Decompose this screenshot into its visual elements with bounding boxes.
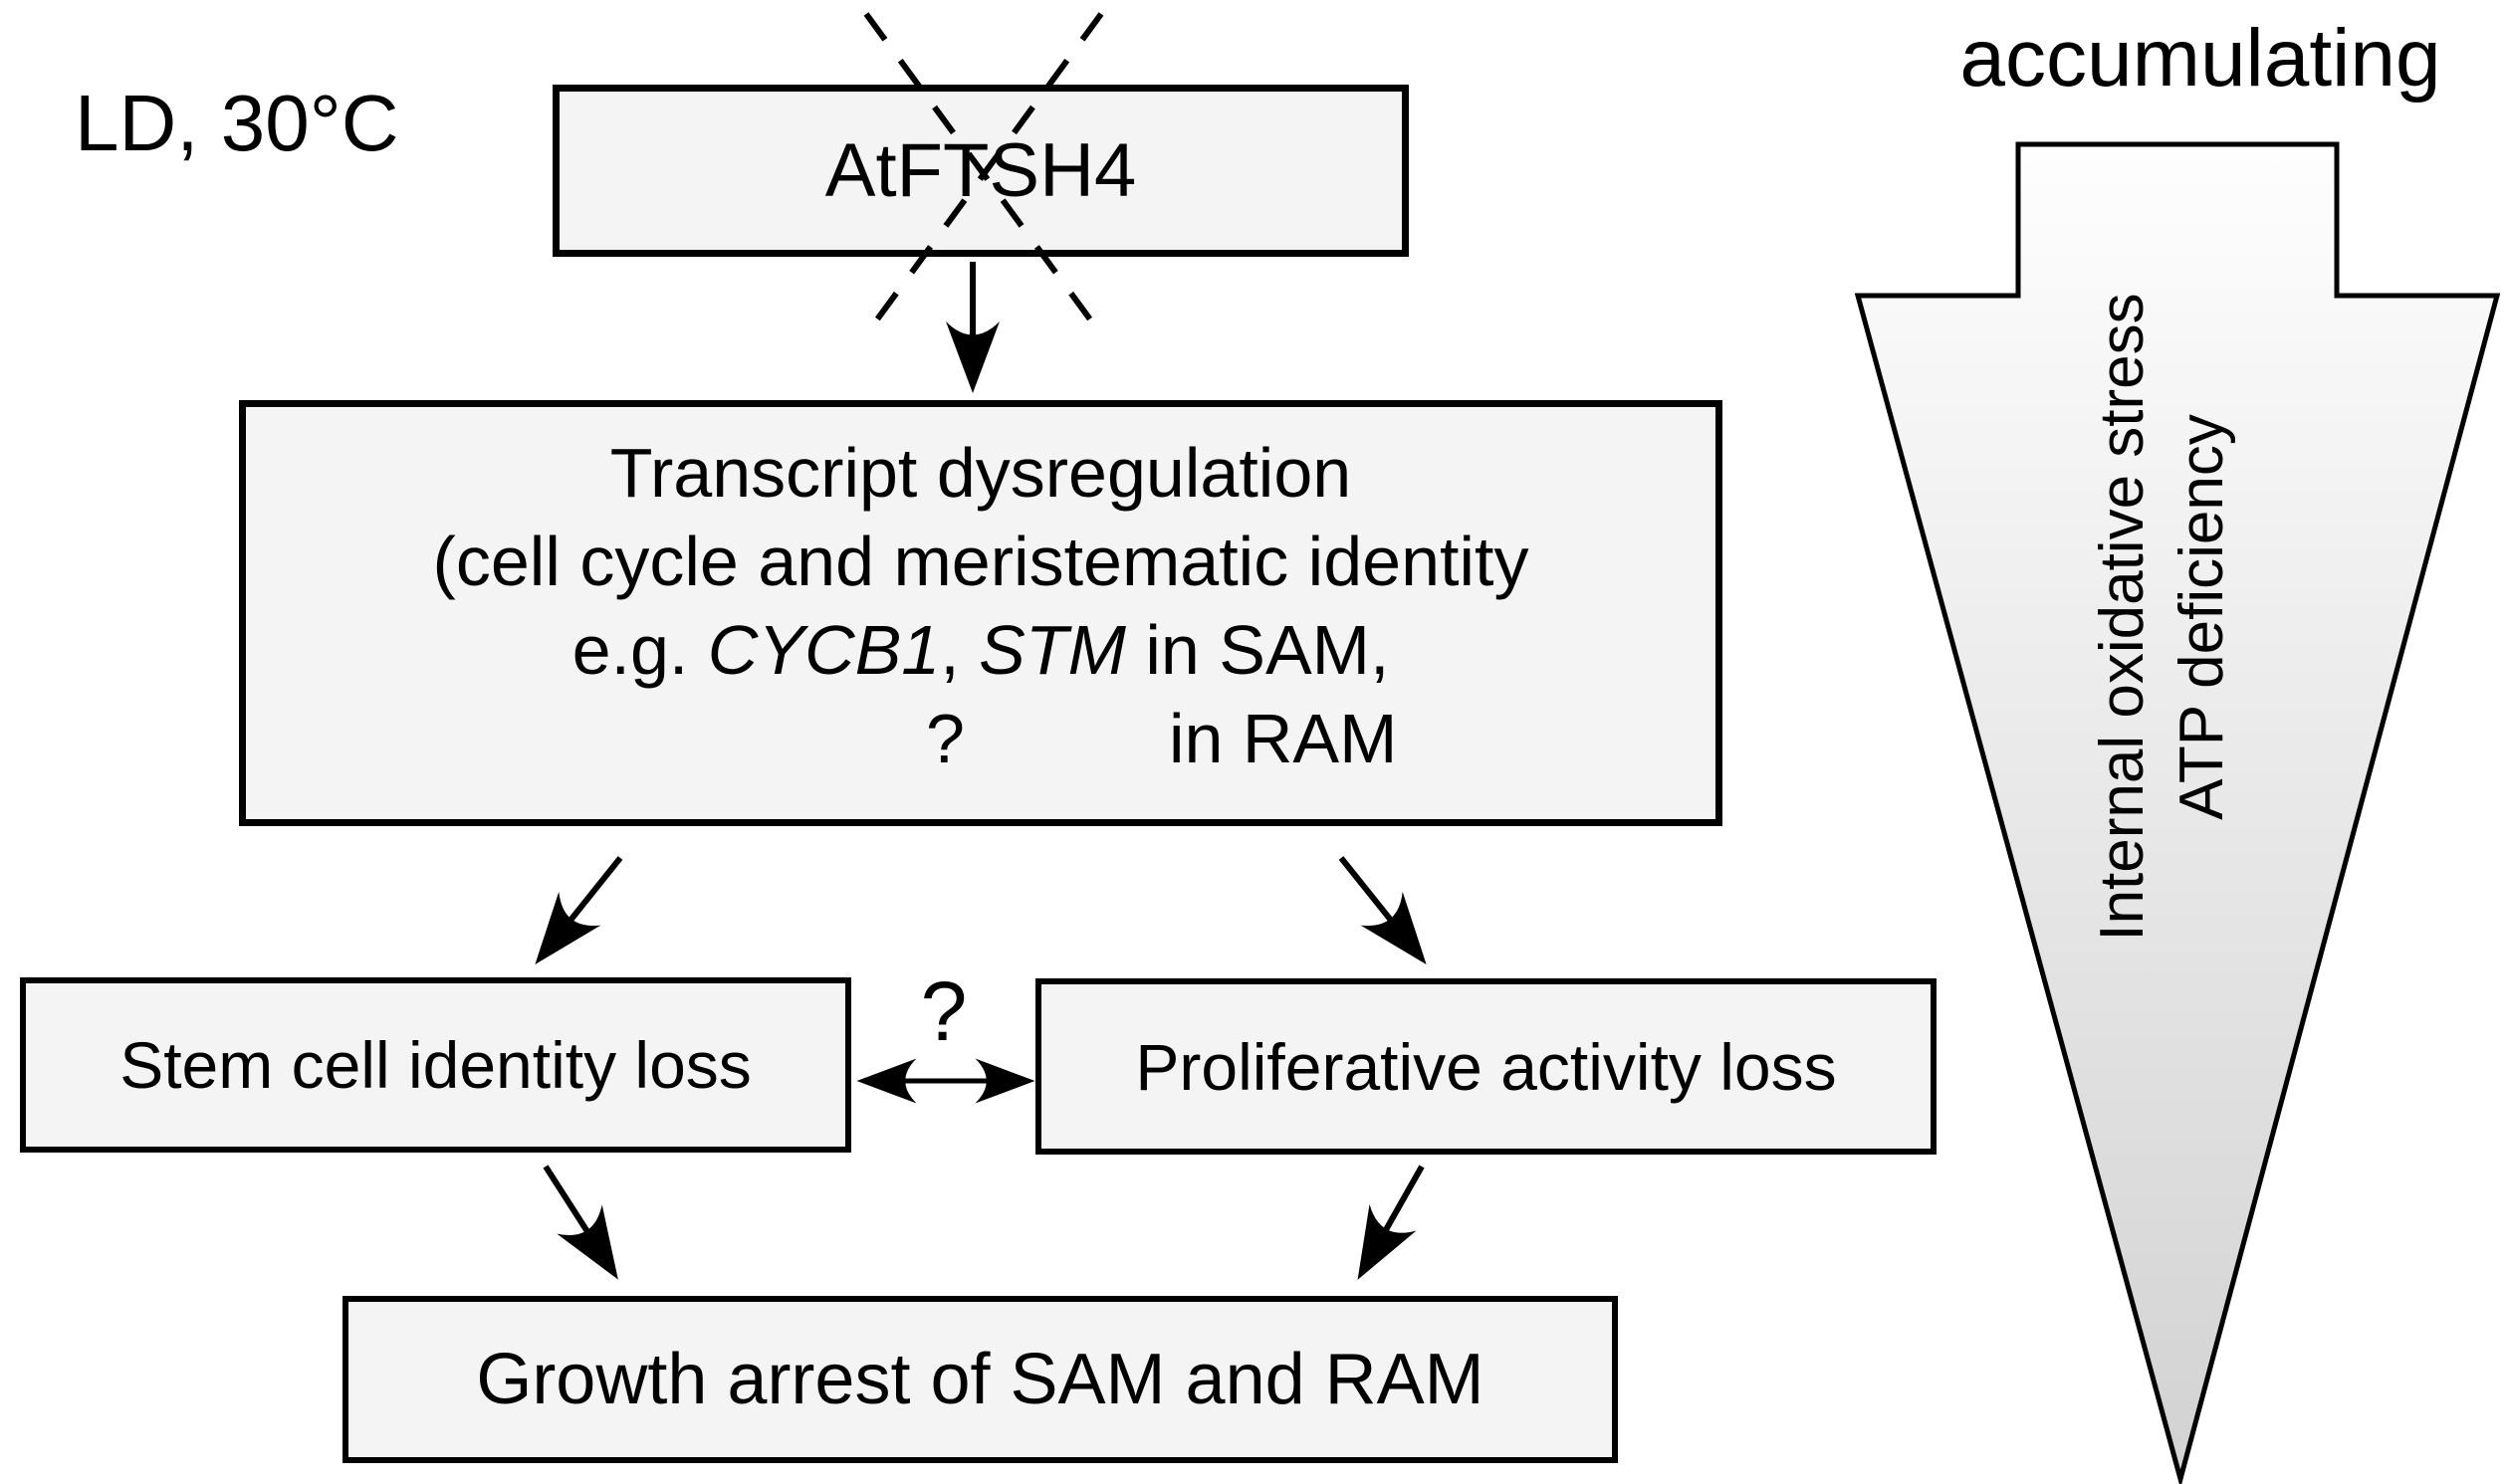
proliferative-label: Proliferative activity loss (1135, 1029, 1837, 1104)
arrow-stem-cell-to-growth (543, 1165, 618, 1280)
gene-stm: STM (979, 611, 1126, 689)
transcript-box: Transcript dysregulation (cell cycle and… (239, 400, 1722, 826)
question-mark-connector: ? (920, 964, 968, 1058)
atftsh4-box: AtFTSH4 (553, 85, 1409, 257)
transcript-line-2: (cell cycle and meristematic identity (432, 523, 1529, 600)
accumulating-label: accumulating (1959, 13, 2441, 104)
arrow-transcript-to-proliferative (1338, 856, 1427, 965)
transcript-line-3: e.g. CYCB1, STM in SAM, (246, 606, 1715, 695)
arrow-transcript-to-stem-cell (535, 856, 623, 965)
proliferative-box: Proliferative activity loss (1035, 978, 1937, 1155)
stem-cell-box: Stem cell identity loss (20, 977, 851, 1153)
atftsh4-label: AtFTSH4 (824, 128, 1137, 213)
condition-label: LD, 30°C (75, 79, 399, 167)
growth-arrest-label: Growth arrest of SAM and RAM (476, 1340, 1484, 1419)
transcript-question-mark: ? (926, 700, 965, 777)
transcript-line-3-comma: , (940, 611, 980, 689)
transcript-line-1: Transcript dysregulation (609, 434, 1352, 512)
arrow-proliferative-to-growth (1357, 1165, 1425, 1280)
side-arrow-text: Internal oxidative stress ATP deficiency (2083, 119, 2242, 1115)
transcript-line-4-text: in RAM (1168, 700, 1398, 777)
side-arrow-line-2: ATP deficiency (2167, 414, 2236, 820)
transcript-box-content: Transcript dysregulation (cell cycle and… (246, 407, 1715, 783)
growth-arrest-box: Growth arrest of SAM and RAM (342, 1296, 1618, 1463)
side-arrow-line-1: Internal oxidative stress (2088, 293, 2157, 942)
stem-cell-label: Stem cell identity loss (119, 1028, 752, 1102)
transcript-line-4: ? in RAM (246, 695, 1715, 783)
transcript-line-3-prefix: e.g. (571, 611, 708, 689)
gene-cycb1: CYCB1 (707, 611, 941, 689)
transcript-line-3-suffix: in SAM, (1125, 611, 1390, 689)
